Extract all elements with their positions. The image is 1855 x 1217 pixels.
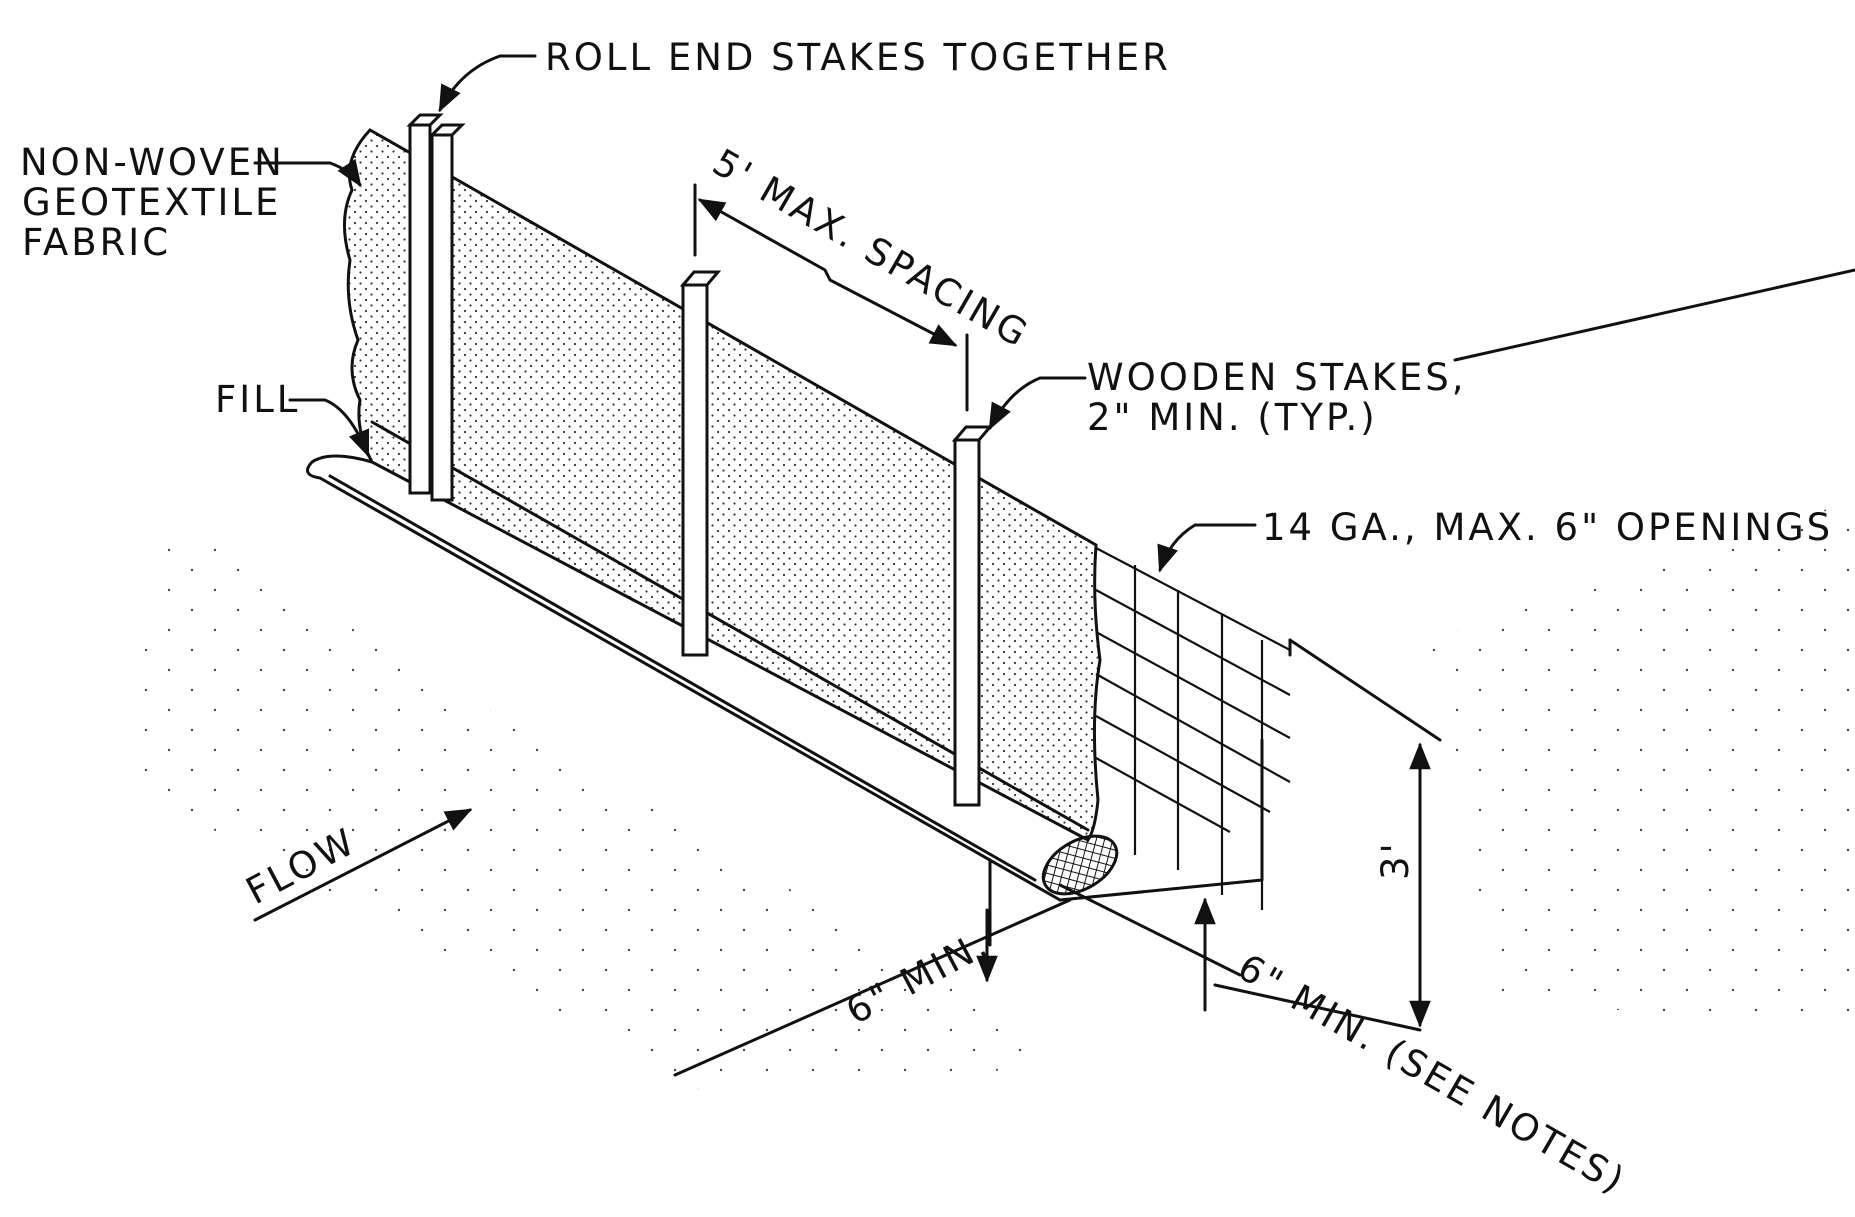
label-height-3ft: 3' <box>1374 840 1417 880</box>
label-wooden-stakes-line2: 2" MIN. (TYP.) <box>1087 396 1378 439</box>
label-geotextile-line1: NON-WOVEN <box>20 141 285 184</box>
leaders <box>253 54 1855 1077</box>
label-geotextile-line3: FABRIC <box>22 221 171 264</box>
label-fill: FILL <box>215 378 300 421</box>
label-wooden-stakes-line1: WOODEN STAKES, <box>1087 356 1467 399</box>
label-wire-mesh: 14 GA., MAX. 6" OPENINGS <box>1262 506 1833 549</box>
label-max-spacing: 5' MAX. SPACING <box>706 141 1037 357</box>
ground-surface <box>120 500 1855 1090</box>
wire-mesh <box>1058 547 1292 910</box>
wooden-stake-roll-end-1 <box>406 113 444 495</box>
wooden-stake-roll-end-2 <box>428 123 466 502</box>
wooden-stake-middle <box>679 270 722 657</box>
label-geotextile-line2: GEOTEXTILE <box>22 181 281 224</box>
trench-toe <box>306 454 1119 902</box>
label-roll-end-stakes: ROLL END STAKES TOGETHER <box>545 36 1171 79</box>
